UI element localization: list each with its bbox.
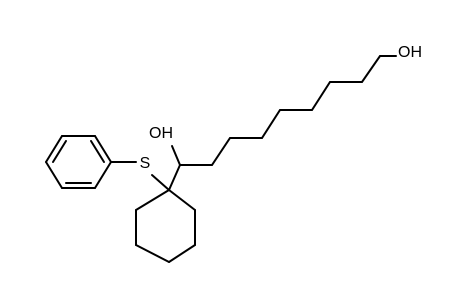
carbinol-hydroxyl-bond [171,145,181,166]
carbinol-hydroxyl-label: OH [149,125,173,142]
cyclohexane-bond [135,189,170,211]
cyclohexane-bond [135,244,170,263]
phenyl-double-bond [52,140,67,163]
phenyl-bond [94,161,112,189]
phenyl-bond [94,135,112,163]
phenyl-ring [45,135,112,189]
cyclohexane-ring [135,189,196,263]
phenyl-bond [45,135,63,163]
sulfur-atom-label: S [140,155,151,172]
cyclohexane-bond [168,189,196,211]
alkyl-chain [179,55,397,166]
phenyl-double-bond [90,140,105,163]
cyclohexyl-carbinol-bond [168,164,181,191]
terminal-hydroxyl-label: OH [398,44,422,61]
cyclohexane-bond [168,244,196,263]
phenyl-bond [45,161,63,189]
sulfur-cyclohexyl-bond [151,174,170,191]
